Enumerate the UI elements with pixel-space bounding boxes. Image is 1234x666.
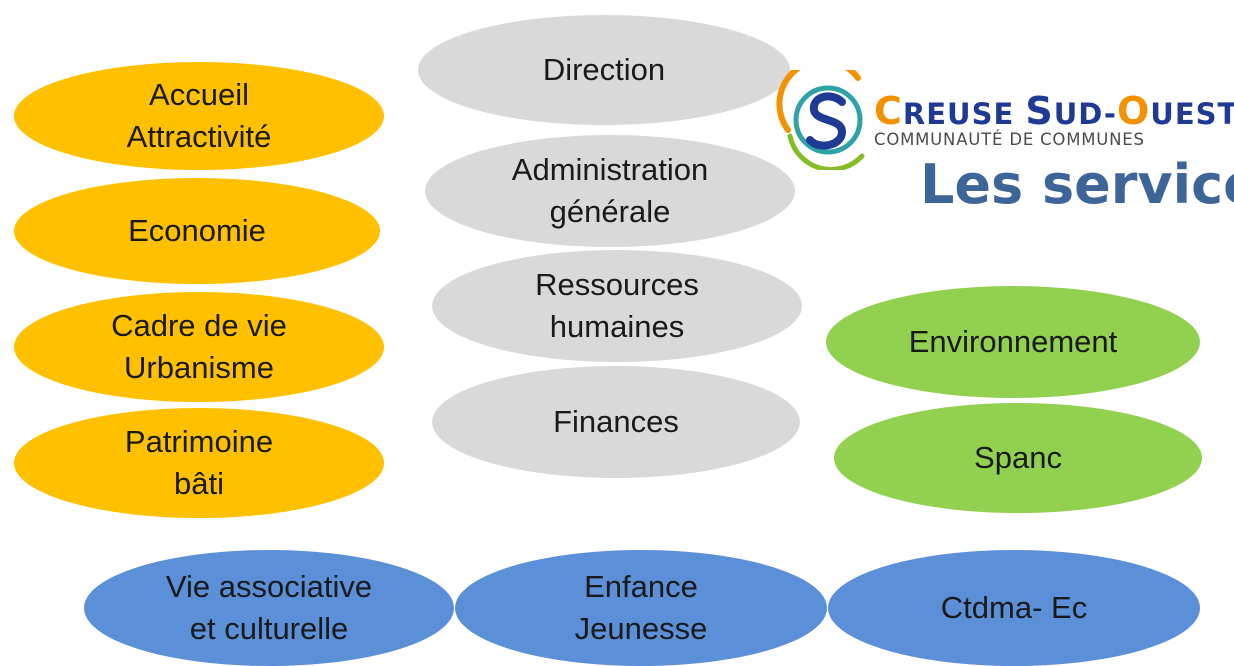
service-label: Ressources [535, 267, 699, 302]
service-label: Administration [511, 152, 709, 187]
creuse-sud-ouest-logo-icon [776, 70, 865, 170]
page-title: Les services [920, 153, 1234, 216]
service-label: Jeunesse [574, 611, 708, 646]
brand-initial-s: S [1025, 89, 1054, 133]
service-patrimoine-bati: Patrimoine bâti [14, 408, 384, 518]
service-label: humaines [549, 309, 685, 344]
service-accueil-attractivite: Accueil Attractivité [14, 62, 384, 170]
brand-initial-c: C [874, 89, 903, 133]
service-label: Cadre de vie [111, 308, 287, 343]
service-finances: Finances [432, 366, 800, 478]
service-label: Spanc [974, 440, 1062, 475]
service-spanc: Spanc [834, 403, 1202, 513]
service-vie-associative-culturelle: Vie associative et culturelle [84, 550, 454, 666]
brand-name-part: UD- [1053, 97, 1117, 131]
service-label: Enfance [584, 569, 698, 604]
service-direction: Direction [418, 15, 790, 125]
service-cadre-de-vie-urbanisme: Cadre de vie Urbanisme [14, 292, 384, 402]
brand-name-part: REUSE [902, 97, 1026, 131]
service-environnement: Environnement [826, 286, 1200, 398]
service-ctdma-ec: Ctdma- Ec [828, 550, 1200, 666]
service-label: Ctdma- Ec [940, 590, 1088, 625]
service-label: Finances [553, 404, 679, 439]
service-label: Vie associative [165, 569, 373, 604]
service-label: Urbanisme [124, 350, 274, 385]
service-label: générale [549, 194, 671, 229]
service-label: Attractivité [126, 119, 272, 154]
service-label: Accueil [149, 77, 249, 112]
brand-subtitle: COMMUNAUTÉ DE COMMUNES [874, 130, 1145, 149]
service-label: bâti [174, 466, 224, 501]
service-label: et culturelle [189, 611, 349, 646]
service-economie: Economie [14, 178, 380, 284]
service-label: Economie [128, 213, 266, 248]
brand-name: CREUSE SUD-OUEST [874, 92, 1234, 131]
brand: CREUSE SUD-OUEST COMMUNAUTÉ DE COMMUNES [874, 92, 1234, 149]
brand-name-part: UEST [1150, 97, 1234, 131]
service-label: Patrimoine [124, 424, 274, 459]
service-administration-generale: Administration générale [425, 135, 795, 247]
brand-initial-o: O [1116, 89, 1151, 133]
service-label: Direction [542, 52, 666, 87]
service-label: Environnement [908, 324, 1118, 359]
service-ressources-humaines: Ressources humaines [432, 250, 802, 362]
service-enfance-jeunesse: Enfance Jeunesse [455, 550, 827, 666]
